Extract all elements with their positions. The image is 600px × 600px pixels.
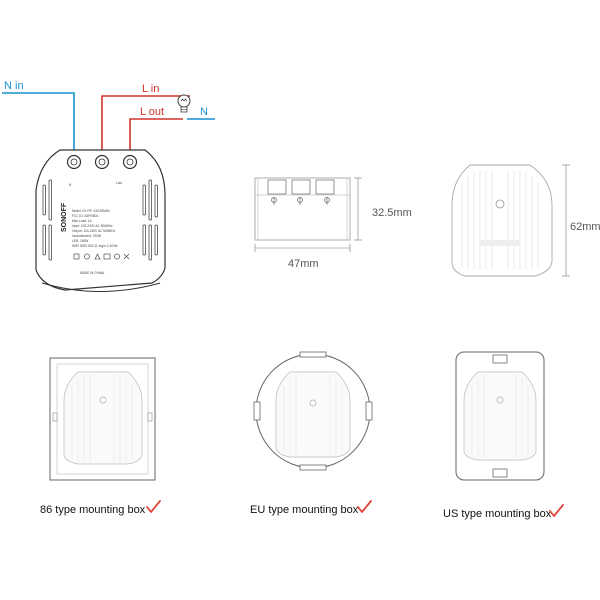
wiring-diagram: N in L in L out N — [2, 80, 215, 162]
spec-line: Model: D1 RF: 433.92MHz — [72, 209, 110, 213]
back-logo-area — [480, 240, 520, 246]
mounting-eu-illustration — [253, 351, 373, 471]
mounting-86-illustration — [49, 357, 156, 481]
l-out-wire — [129, 118, 183, 162]
back-screw-hole — [495, 199, 505, 209]
diameter-dimension: 62mm — [570, 221, 600, 233]
device-back-view: 62mm — [451, 164, 600, 277]
mounting-eu-label: EU type mounting box — [250, 504, 359, 516]
mounting-us-caption: US type mounting box — [443, 504, 564, 520]
spec-line: Output: 100-240V AC 50/60Hz — [72, 229, 115, 233]
spec-lines: Model: D1 RF: 433.92MHz FCC ID: 2APN5D1 … — [72, 209, 118, 248]
check-icon — [549, 504, 564, 517]
spec-line: Max.Load: 1A — [72, 219, 93, 223]
check-icon — [146, 500, 161, 513]
mounting-eu-caption: EU type mounting box — [250, 500, 372, 516]
mounting-us-label: US type mounting box — [443, 508, 552, 520]
made-in-label: MADE IN CHINA — [80, 271, 105, 275]
spec-line: Input: 100-240V AC 50/60Hz — [72, 224, 113, 228]
l-in-label: L in — [142, 83, 159, 95]
back-ribs — [461, 170, 539, 270]
vent-slots-right — [142, 179, 158, 261]
n-in-label: N in — [4, 80, 24, 92]
mounting-86-label: 86 type mounting box — [40, 504, 146, 516]
certification-icons — [73, 253, 130, 260]
vent-slots-left — [42, 179, 52, 261]
spec-line: WiFi: IEEE 802.11 b/g/n 2.4GHz — [72, 244, 118, 248]
brand-logo: SONOFF — [61, 202, 68, 232]
l-in-wire — [101, 95, 190, 162]
spec-line: LED: 150W — [72, 239, 88, 243]
n-out-label: N — [200, 106, 208, 118]
terminal-lout-label: Lout — [116, 181, 122, 185]
light-bulb-icon — [177, 94, 191, 113]
width-dimension: 47mm — [288, 258, 319, 270]
height-dimension: 32.5mm — [372, 207, 412, 219]
spec-line: FCC ID: 2APN5D1 — [72, 214, 99, 218]
check-icon — [357, 500, 372, 513]
device-side-view: 32.5mm 47mm — [254, 177, 412, 270]
n-in-wire — [2, 92, 75, 162]
mounting-86-caption: 86 type mounting box — [40, 500, 161, 516]
mounting-us-illustration — [455, 351, 545, 481]
screw-terminals — [267, 179, 335, 205]
terminal-n-label: N — [69, 183, 72, 187]
spec-line: Incandescent: 220W — [72, 234, 101, 238]
device-front: N Lout SONOFF Model: D1 RF: 433.92MHz FC… — [35, 149, 166, 292]
l-out-label: L out — [140, 106, 164, 118]
